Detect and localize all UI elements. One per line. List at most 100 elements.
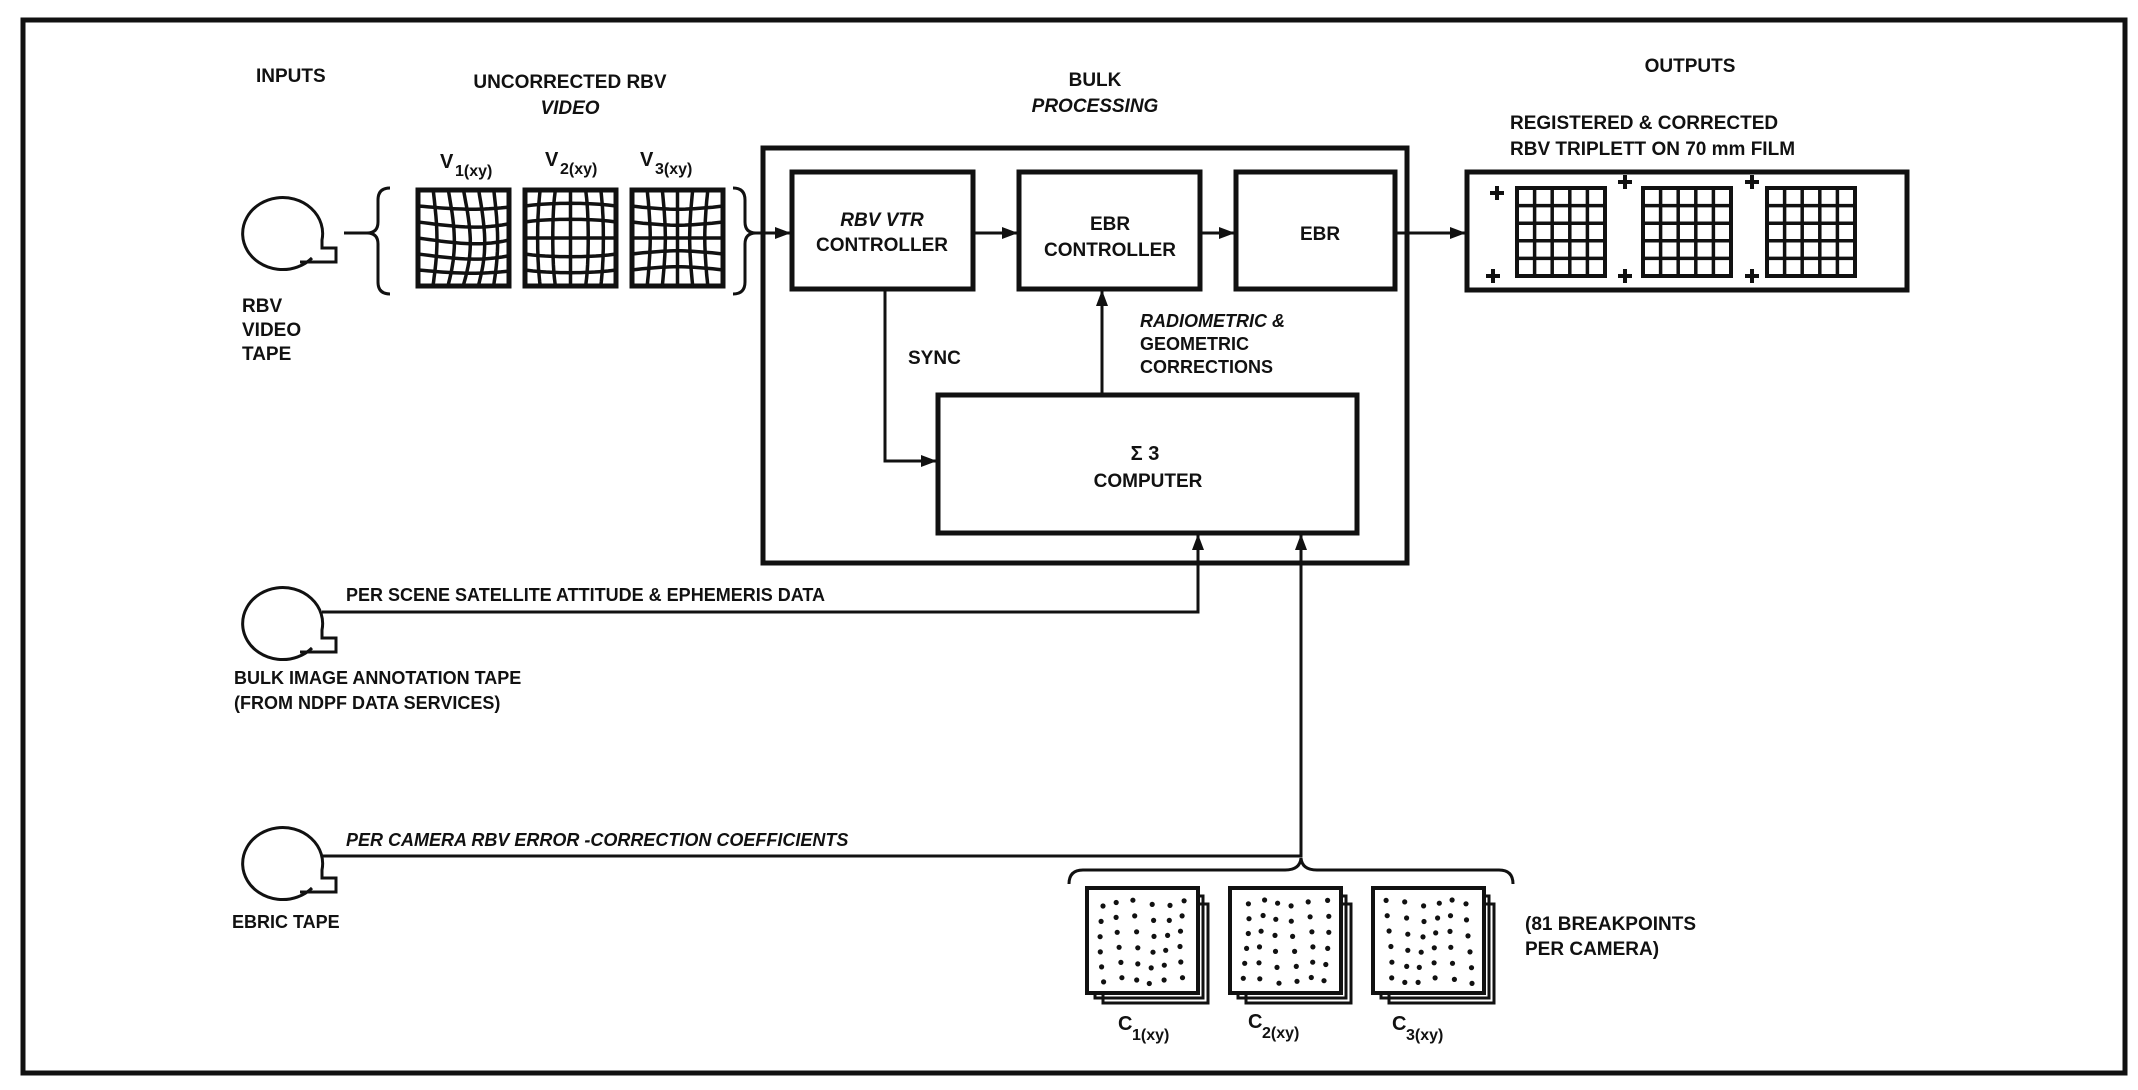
ebr-controller-label-2: CONTROLLER: [1044, 240, 1176, 261]
breakpoint-dot: [1132, 913, 1138, 919]
breakpoint-dot: [1467, 949, 1473, 955]
breakpoint-dot: [1257, 976, 1263, 982]
breakpoint-dot: [1449, 897, 1455, 903]
breakpoint-dot: [1418, 949, 1424, 955]
breakpoint-dot: [1389, 959, 1395, 965]
svg-text:C: C: [1118, 1013, 1132, 1035]
breakpoint-dot: [1405, 931, 1411, 937]
breakpoint-dot: [1308, 974, 1314, 981]
breakpoint-dot: [1465, 933, 1471, 939]
breakpoint-dot: [1432, 975, 1438, 981]
sync-label: SYNC: [908, 348, 961, 369]
breakpoint-dot: [1421, 918, 1427, 925]
breakpoint-dot: [1307, 914, 1313, 920]
annotation-tape-reel-icon: [241, 586, 338, 662]
distorted-video-frame-1: [415, 187, 512, 289]
registration-mark-icon: [1745, 175, 1759, 189]
breakpoint-dot: [1404, 915, 1410, 921]
outputs-desc-1: REGISTERED & CORRECTED: [1510, 113, 1778, 134]
breakpoint-dot: [1161, 977, 1167, 983]
annotation-flow-label: PER SCENE SATELLITE ATTITUDE & EPHEMERIS…: [346, 585, 825, 605]
breakpoint-dot: [1433, 930, 1439, 936]
distorted-video-frame-2: [522, 187, 619, 289]
breakpoint-dot: [1244, 945, 1250, 952]
breakpoint-dot: [1416, 964, 1422, 971]
registration-mark-icon: [1618, 269, 1632, 283]
grid-line: [417, 236, 510, 246]
breakpoint-dot: [1246, 916, 1252, 922]
breakpoint-dot: [1449, 960, 1456, 966]
corrected-frame-2: [1641, 186, 1733, 278]
distorted-video-frame-3: [629, 187, 726, 289]
annotation-tape-label-1: BULK IMAGE ANNOTATION TAPE: [234, 668, 521, 688]
breakpoint-dot: [1435, 915, 1441, 921]
breakpoint-dot: [1404, 963, 1410, 970]
breakpoint-dot: [1448, 944, 1454, 950]
svg-text:1(xy): 1(xy): [1132, 1027, 1169, 1044]
card-label-1: C 1(xy): [1118, 1013, 1169, 1044]
breakpoint-dot: [1421, 903, 1427, 909]
breakpoint-dot: [1100, 903, 1106, 909]
breakpoint-dot: [1113, 914, 1119, 921]
ebr-controller-label-1: EBR: [1090, 214, 1130, 235]
breakpoint-dot: [1098, 918, 1104, 925]
sigma3-computer-block: [935, 392, 1360, 536]
card-label-2: C 2(xy): [1248, 1011, 1299, 1042]
corrections-label-2: GEOMETRIC: [1140, 334, 1249, 354]
outputs-heading: OUTPUTS: [1645, 56, 1736, 77]
breakpoint-dot: [1388, 943, 1394, 950]
computer-label-2: COMPUTER: [1094, 471, 1203, 492]
breakpoint-dot: [1179, 913, 1185, 919]
video-frame-label-1: V 1(xy): [440, 151, 492, 180]
breakpoint-dot: [1118, 959, 1124, 966]
breakpoint-dot: [1384, 913, 1390, 919]
breakpoint-dot: [1151, 917, 1157, 924]
corrected-frame-3: [1765, 186, 1857, 278]
breakpoint-dot: [1245, 930, 1251, 937]
breakpoint-dot: [1245, 901, 1251, 907]
breakpoint-dot: [1258, 928, 1264, 934]
svg-text:C: C: [1248, 1011, 1262, 1033]
svg-text:2(xy): 2(xy): [1262, 1025, 1299, 1042]
breakpoint-dot: [1451, 976, 1457, 983]
breakpoint-dot: [1179, 975, 1186, 981]
video-frame-label-3: V 3(xy): [640, 149, 692, 178]
breakpoint-dot: [1293, 963, 1299, 970]
breakpoint-dot: [1405, 947, 1411, 953]
breakpoint-dot: [1326, 929, 1332, 935]
ebric-data-line: [322, 534, 1307, 858]
breakpoint-dot: [1260, 912, 1266, 919]
breakpoint-dot: [1463, 901, 1469, 907]
svg-text:V: V: [545, 149, 559, 171]
breakpoints-note-1: (81 BREAKPOINTS: [1525, 914, 1696, 935]
breakpoint-dot: [1099, 964, 1105, 970]
breakpoint-dot: [1436, 900, 1442, 906]
breakpoint-dot: [1240, 975, 1246, 981]
left-brace: [366, 186, 391, 296]
registration-mark-icon: [1486, 269, 1500, 283]
breakpoint-dot: [1148, 965, 1154, 971]
card-label-3: C 3(xy): [1392, 1013, 1443, 1044]
computer-label-1: Σ 3: [1131, 443, 1160, 465]
breakpoint-dot: [1292, 948, 1298, 955]
svg-text:V: V: [640, 149, 654, 171]
breakpoint-dot: [1420, 934, 1426, 940]
breakpoint-dot: [1256, 960, 1262, 966]
breakpoint-dot: [1309, 929, 1315, 935]
breakpoint-dot: [1167, 902, 1173, 909]
grid-line: [417, 268, 510, 275]
rbv-tape-label-3: TAPE: [242, 344, 291, 365]
breakpoint-dot: [1166, 917, 1172, 924]
rbv-vtr-label-1: RBV VTR: [840, 210, 924, 231]
breakpoint-dot: [1134, 977, 1140, 983]
breakpoint-dot: [1114, 929, 1120, 935]
breakpoint-dot: [1177, 943, 1183, 950]
breakpoint-dot: [1294, 978, 1300, 984]
rbv-tape-label-2: VIDEO: [242, 320, 301, 341]
registration-mark-icon: [1490, 186, 1504, 200]
sync-line: [883, 289, 937, 467]
breakpoint-dot: [1402, 899, 1408, 905]
breakpoint-dot: [1262, 897, 1268, 903]
svg-text:1(xy): 1(xy): [455, 163, 492, 180]
